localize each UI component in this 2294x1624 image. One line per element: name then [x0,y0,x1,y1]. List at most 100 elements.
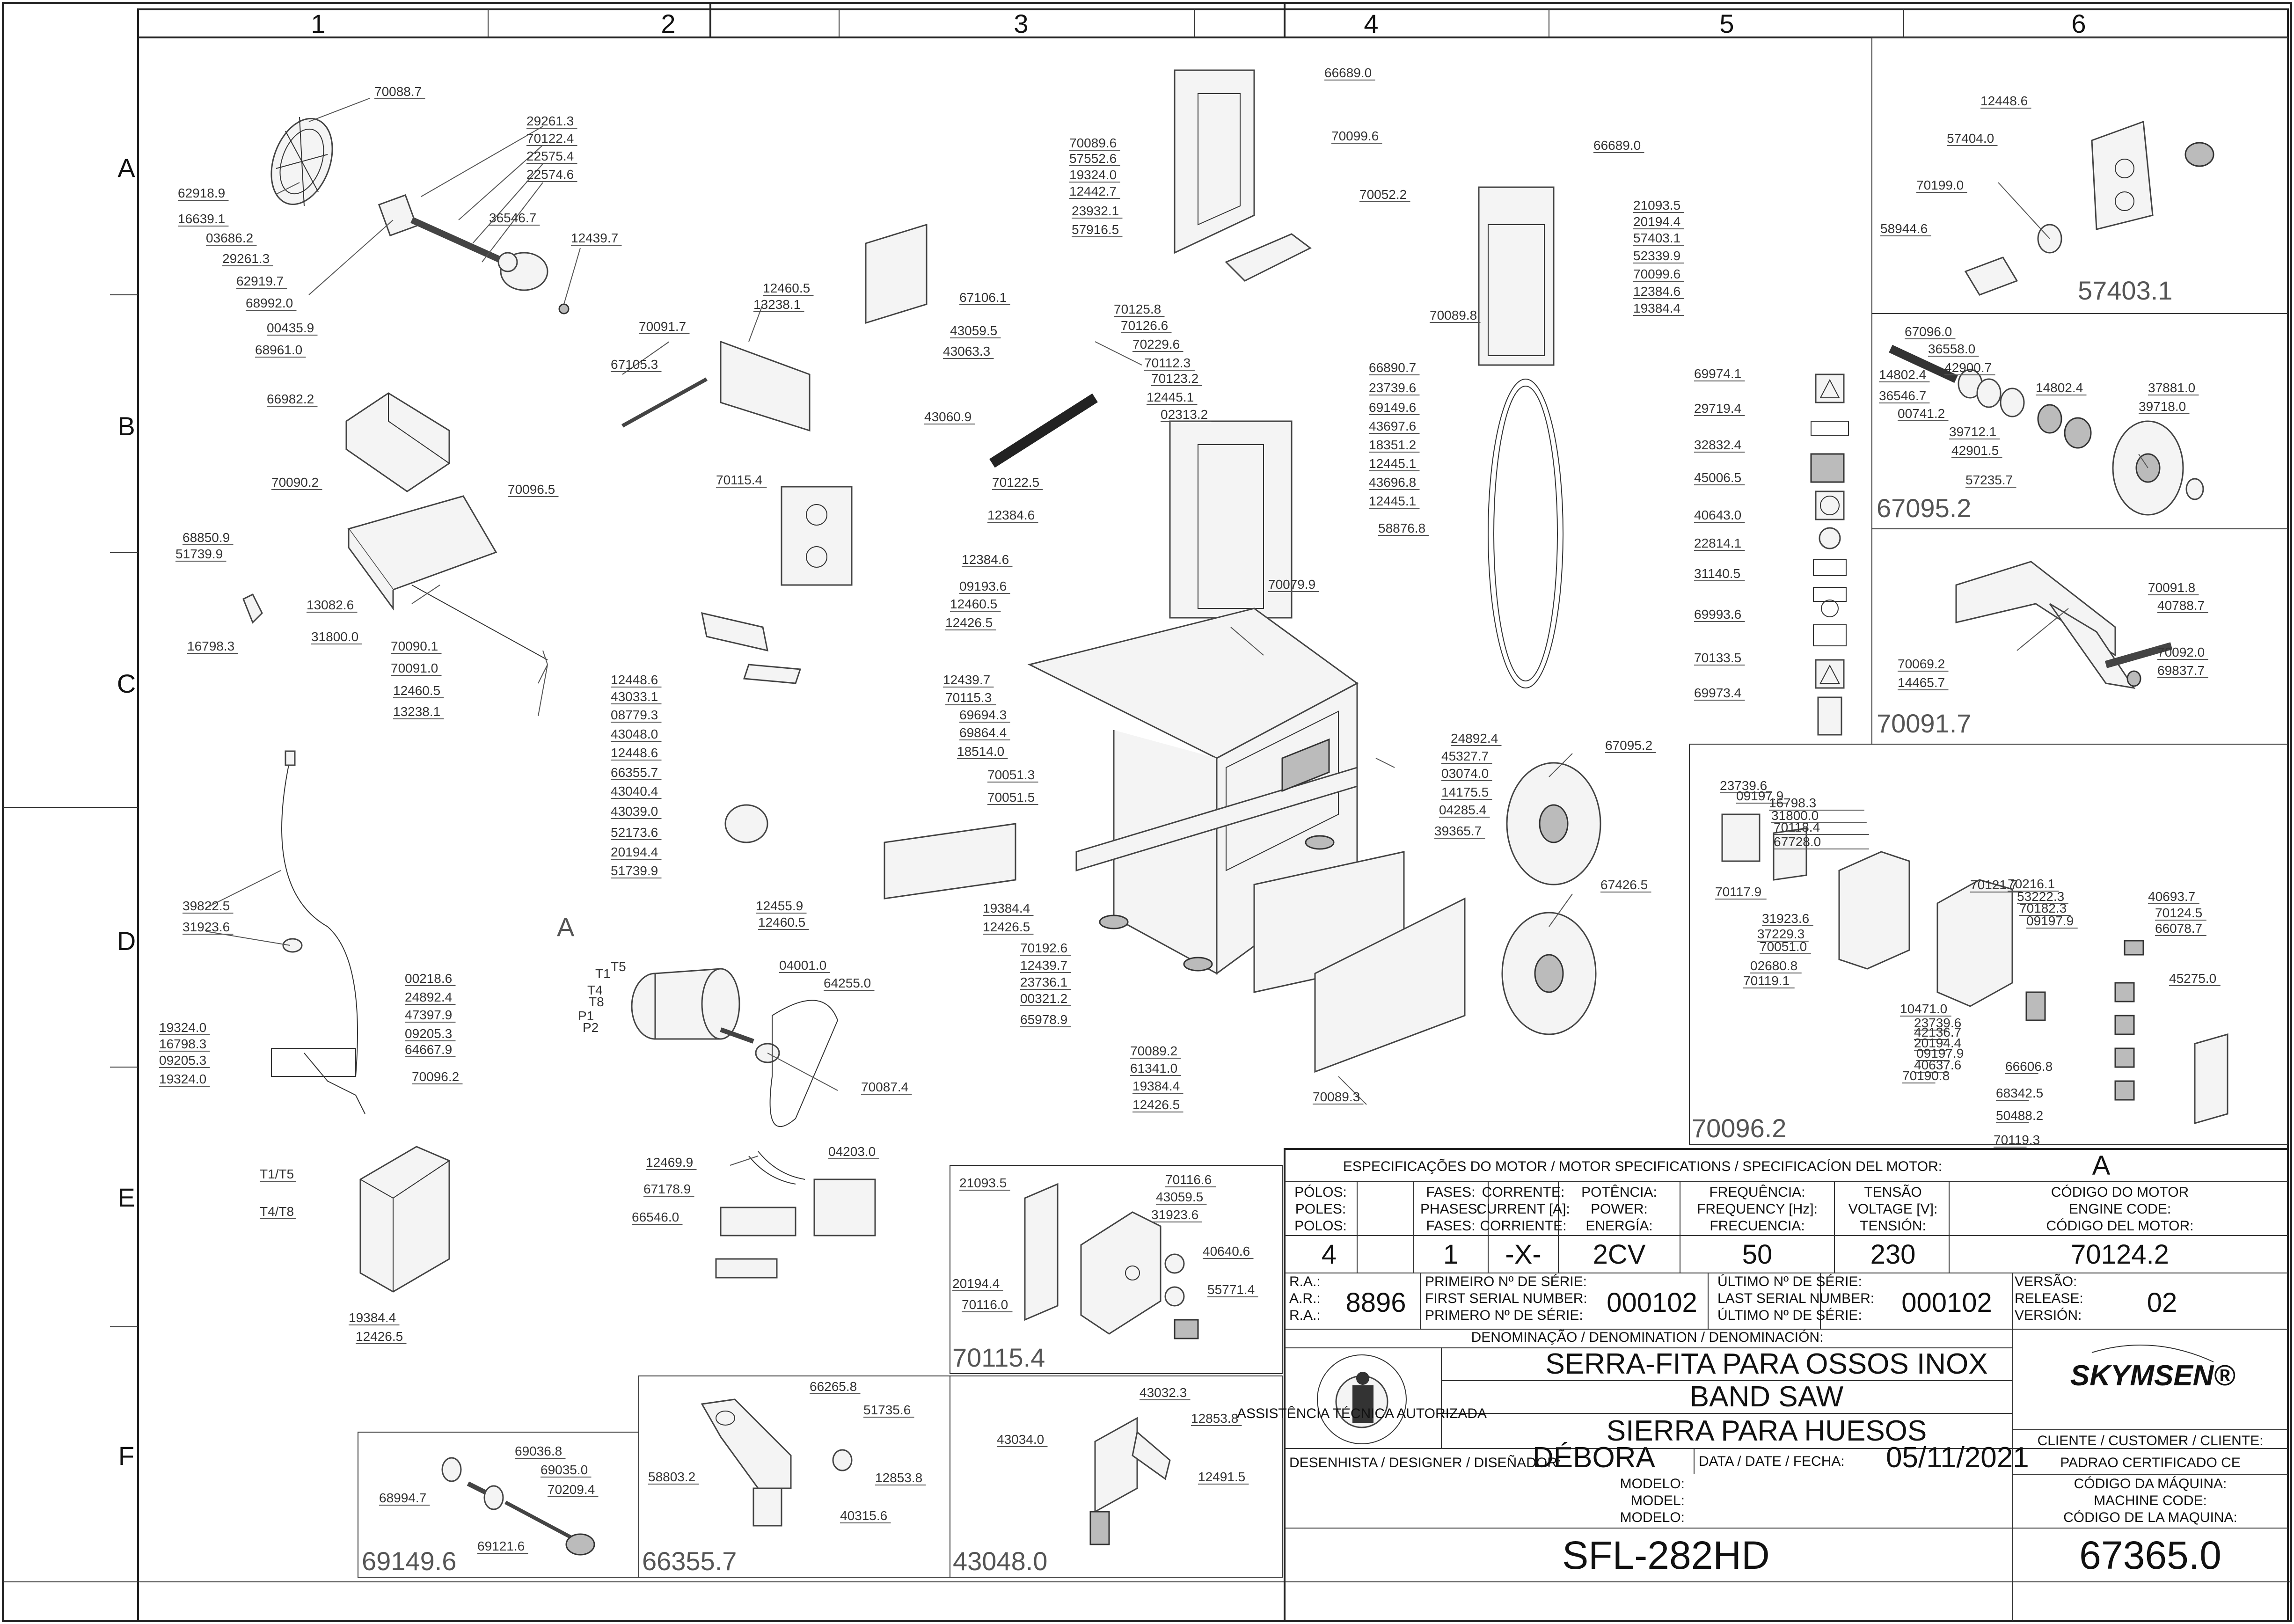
part-number-label: 12460.5 [950,597,997,611]
part-number-label: 70122.4 [526,131,574,146]
part-number-label: 50488.2 [1996,1108,2043,1123]
product-name-en: BAND SAW [1690,1381,1844,1413]
part-number-label: 69149.6 [1369,400,1416,415]
part-number-label: 58876.8 [1378,521,1425,535]
part-number-label: 64667.9 [405,1042,452,1057]
part-number-label: 70119.3 [1994,1133,2040,1147]
part-number-label: 70089.6 [1069,136,1117,150]
section-label: A [557,912,575,942]
section-label: 66355.7 [642,1546,737,1576]
part-number-label: 12448.6 [611,746,658,760]
part-number-label: 42901.5 [1951,443,1999,458]
part-number-label: 53222.3 [2017,889,2064,904]
part-number-label: 22574.6 [526,167,574,182]
title-block [1284,1148,2289,1622]
frequency-header: FREQUENCY [Hz]: [1697,1201,1818,1217]
part-number-label: 12448.6 [1980,94,2028,108]
part-number-label: 67095.2 [1605,738,1652,753]
part-number-label: 31923.6 [1762,911,1809,926]
grid-row-label: B [117,411,135,441]
part-number-label: 12460.5 [763,281,810,295]
brand-swoosh-icon [2091,1345,2214,1362]
part-number-label: 22575.4 [526,149,574,163]
part-number-label: T4/T8 [260,1204,294,1219]
part-number-label: 66890.7 [1369,360,1416,375]
motor-spec-value: A [2092,1150,2111,1181]
band-blade [1488,379,1563,688]
part-number-label: 19384.4 [983,901,1030,915]
part-number-label: 69694.3 [959,708,1007,722]
part-number-label: 70118.4 [1774,820,1820,834]
part-number-label: 57235.7 [1965,473,2013,487]
tensioner-assembly [441,1457,595,1556]
part-number-label: 04203.0 [828,1144,876,1159]
electrical-box [359,1146,450,1293]
part-number-label: 14802.4 [1879,367,1926,382]
version-label: VERSIÓN: [2015,1308,2082,1323]
part-number-label: 29261.3 [222,251,270,266]
poles-header: PÓLOS: [1294,1185,1347,1200]
phases-value: 1 [1443,1239,1458,1270]
part-number-label: 19384.4 [349,1310,396,1325]
part-number-label: 70099.6 [1633,267,1680,281]
part-number-label: 70115.4 [716,473,762,487]
part-number-label: 67096.0 [1905,324,1952,339]
part-number-label: 12448.6 [611,673,658,687]
part-number-label: 09205.3 [159,1053,206,1068]
part-number-label: 29719.4 [1694,401,1741,416]
part-number-label: 31923.6 [1151,1207,1198,1222]
part-number-label: 43063.3 [943,344,990,358]
part-number-label: 69864.4 [959,725,1007,740]
part-number-label: 66982.2 [267,392,314,406]
part-number-label: 12426.5 [1132,1097,1180,1112]
part-number-label: 18351.2 [1369,438,1416,452]
current-header: CORRIENTE: [1480,1218,1566,1234]
part-number-label: 70112.3 [1144,356,1191,370]
part-number-label: 12460.5 [758,915,805,929]
part-number-label: 12491.5 [1198,1470,1245,1484]
phases-header: FASES: [1426,1218,1475,1234]
part-number-label: 58944.6 [1880,221,1928,236]
client-value: PADRAO CERTIFICADO CE [2060,1455,2241,1470]
last-serial-value: 000102 [1901,1287,1992,1318]
part-number-label: 45006.5 [1694,470,1741,485]
phases-header: FASES: [1426,1185,1475,1200]
model-label: MODEL: [1631,1493,1685,1508]
part-number-label: 20194.4 [611,845,658,859]
part-number-label: 67178.9 [643,1182,691,1196]
part-number-label: 19384.4 [1633,301,1680,315]
section-label: 67095.2 [1877,493,1971,523]
section-label: 70115.4 [952,1343,1045,1372]
part-number-label: 51735.6 [863,1403,911,1417]
part-number-label: 00321.2 [1020,991,1067,1006]
part-number-label: 67728.0 [1774,834,1821,849]
part-number-label: 12445.1 [1369,494,1416,508]
part-number-label: 70088.7 [374,84,422,99]
part-number-label: 70089.2 [1130,1044,1177,1058]
part-number-label: 68850.9 [183,530,230,545]
part-number-label: 29261.3 [526,114,574,128]
upper-frame [1174,69,1555,366]
part-number-label: 70090.1 [391,639,438,653]
part-number-label: 70051.5 [987,790,1035,805]
grid-column-label: 5 [1719,9,1734,38]
part-number-label: 67106.1 [959,290,1007,305]
part-number-label: 36546.7 [489,211,536,225]
date-value: 05/11/2021 [1886,1441,2029,1474]
engine-code-value: 70124.2 [2071,1239,2169,1270]
part-number-label: 70051.3 [987,768,1035,782]
part-number-label: 68961.0 [255,343,302,357]
client-label: CLIENTE / CUSTOMER / CLIENTE: [2038,1433,2264,1448]
voltage-header: VOLTAGE [V]: [1848,1201,1938,1217]
part-number-label: 47397.9 [405,1008,452,1022]
part-number-label: 20194.4 [952,1276,1000,1291]
part-number-label: 12445.1 [1147,390,1194,404]
part-number-label: 43059.5 [950,323,997,338]
designer-value: DÉBORA [1533,1441,1655,1474]
part-number-label: 70091.8 [2148,580,2195,595]
motor-spec-header: ESPECIFICAÇÕES DO MOTOR / MOTOR SPECIFIC… [1343,1158,1942,1174]
power-header: ENERGÍA: [1585,1218,1652,1234]
part-number-label: 69837.7 [2157,663,2205,678]
part-number-label: 40788.7 [2157,598,2205,613]
